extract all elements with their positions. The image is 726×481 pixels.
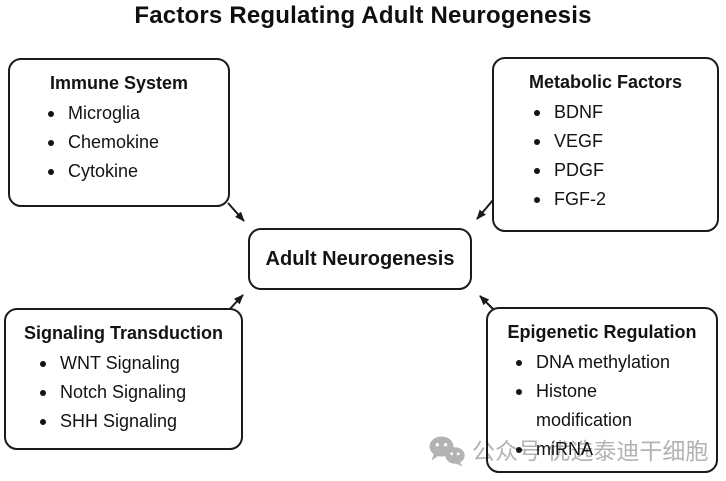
wechat-icon (429, 436, 465, 467)
list-item: Cytokine (48, 157, 228, 186)
list-item: Chemokine (48, 128, 228, 157)
bullet-dot (534, 139, 540, 145)
bullet-dot (534, 168, 540, 174)
bullet-list: BDNF VEGF PDGF FGF-2 (494, 98, 717, 214)
box-title: Immune System (49, 73, 189, 93)
bullet-dot (534, 197, 540, 203)
arrow-immune-to-center (227, 202, 245, 222)
bullet-dot (48, 140, 54, 146)
box-title: Signaling Transduction (23, 323, 223, 343)
list-item-label: Histone modification (536, 381, 633, 430)
list-item-label: VEGF (554, 131, 604, 151)
list-item-label: miRNA (536, 439, 593, 459)
factor-box-immune-system: Immune System Microglia Chemokine Cytoki… (8, 58, 230, 207)
arrow-metabolic-to-center (476, 199, 494, 220)
watermark-text: 公众号 优选泰迪干细胞 (472, 438, 709, 464)
list-item-label: DNA methylation (536, 352, 671, 372)
list-item-label: Chemokine (68, 132, 160, 152)
bullet-dot (516, 447, 522, 453)
list-item-label: PDGF (554, 160, 605, 180)
list-item: Microglia (48, 99, 228, 128)
bullet-dot (40, 390, 46, 396)
center-node-label: Adult Neurogenesis (265, 247, 455, 270)
bullet-dot (40, 361, 46, 367)
bullet-dot (516, 389, 522, 395)
bullet-dot (40, 419, 46, 425)
bullet-list: WNT Signaling Notch Signaling SHH Signal… (6, 349, 241, 436)
factor-box-epigenetic-regulation: Epigenetic Regulation DNA methylation Hi… (486, 307, 718, 473)
list-item: BDNF (534, 98, 717, 127)
factor-box-signaling-transduction: Signaling Transduction WNT Signaling Not… (4, 308, 243, 450)
list-item: FGF-2 (534, 185, 717, 214)
list-item-label: FGF-2 (554, 189, 606, 209)
list-item: PDGF (534, 156, 717, 185)
list-item-label: BDNF (554, 102, 603, 122)
list-item: VEGF (534, 127, 717, 156)
list-item: Histone modification (516, 377, 716, 435)
bullet-list: DNA methylation Histone modification miR… (488, 348, 716, 464)
watermark: 公众号 优选泰迪干细胞 (428, 435, 708, 467)
bullet-dot (534, 110, 540, 116)
list-item-label: Microglia (68, 103, 141, 123)
bullet-dot (48, 169, 54, 175)
factor-box-metabolic-factors: Metabolic Factors BDNF VEGF PDGF FGF-2 (492, 57, 719, 232)
page-title: Factors Regulating Adult Neurogenesis (134, 2, 592, 29)
list-item-label: WNT Signaling (60, 353, 180, 373)
list-item-label: Cytokine (68, 161, 139, 181)
list-item: SHH Signaling (40, 407, 241, 436)
center-node-adult-neurogenesis: Adult Neurogenesis (248, 228, 472, 290)
bullet-dot (516, 360, 522, 366)
bullet-dot (48, 111, 54, 117)
list-item: Notch Signaling (40, 378, 241, 407)
bullet-list: Microglia Chemokine Cytokine (10, 99, 228, 186)
list-item-label: Notch Signaling (60, 382, 187, 402)
box-title: Metabolic Factors (528, 72, 683, 92)
list-item: miRNA (516, 435, 716, 464)
list-item: WNT Signaling (40, 349, 241, 378)
list-item: DNA methylation (516, 348, 716, 377)
list-item-label: SHH Signaling (60, 411, 178, 431)
box-title: Epigenetic Regulation (507, 322, 697, 342)
